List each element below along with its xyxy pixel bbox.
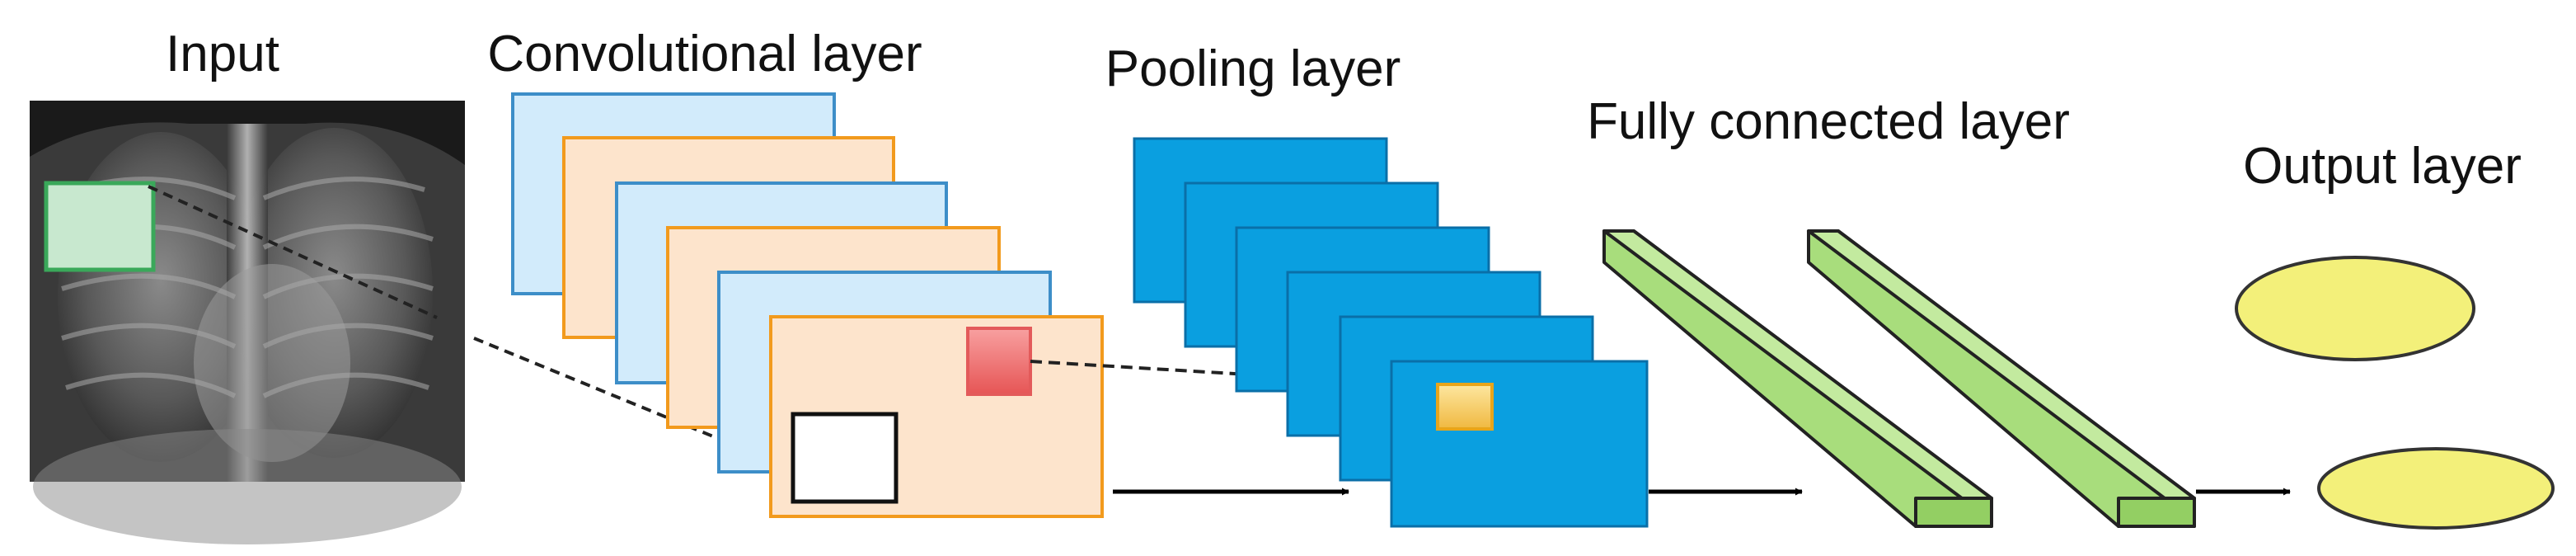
fully-connected-bar-2 <box>1807 229 2196 528</box>
receptive-field-box <box>44 181 156 272</box>
output-node-2 <box>2317 447 2555 530</box>
output-layer-label: Output layer <box>2243 138 2522 195</box>
pooling-layer-label: Pooling layer <box>1105 40 1401 97</box>
input-label: Input <box>166 26 279 82</box>
pool-map-6 <box>1390 360 1649 528</box>
fully-connected-layer-label: Fully connected layer <box>1587 93 2070 150</box>
convolution-window-box <box>791 412 899 504</box>
projection-line-top <box>148 185 438 319</box>
fully-connected-bar-1 <box>1602 229 1993 528</box>
chest-x-ray-image <box>30 101 465 544</box>
convolutional-layer-label: Convolutional layer <box>487 26 922 82</box>
output-node-1 <box>2235 256 2475 361</box>
pooling-kernel <box>1436 383 1494 431</box>
convolution-kernel <box>966 327 1032 396</box>
convolutional-feature-maps <box>511 92 1104 518</box>
kernel-to-pool-line <box>1030 360 1439 388</box>
pooling-feature-maps <box>1133 137 1649 528</box>
